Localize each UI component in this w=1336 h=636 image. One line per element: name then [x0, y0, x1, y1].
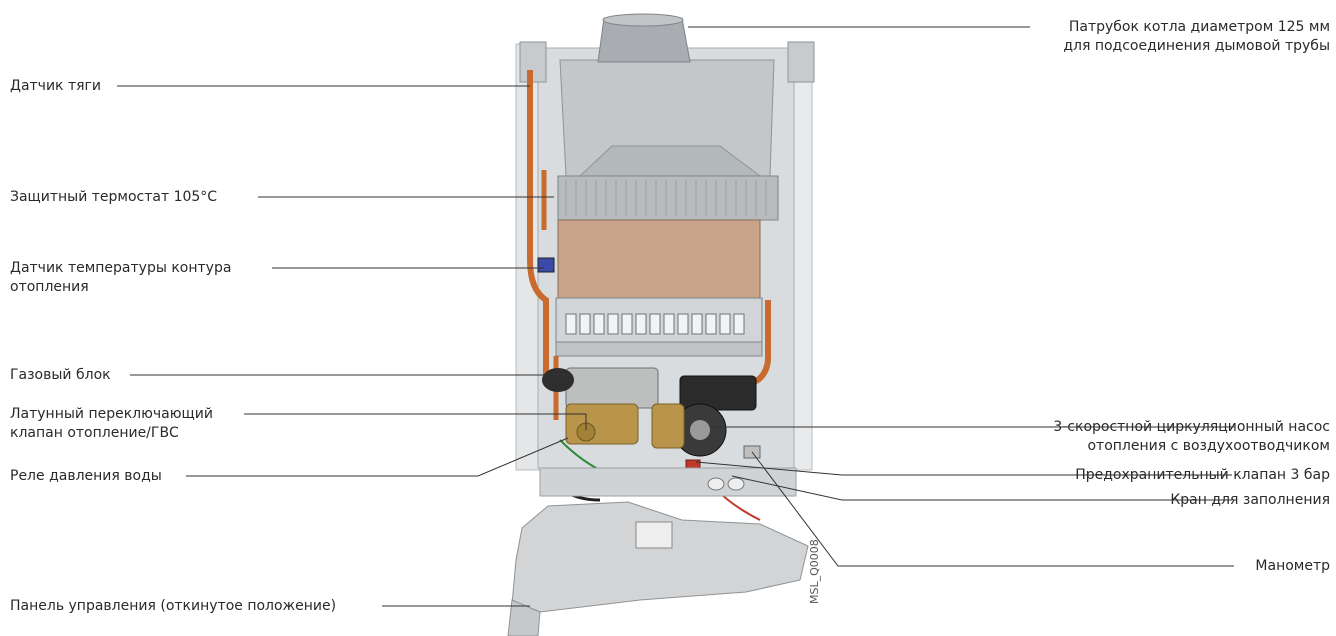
label-circulation-pump-line2: отопления с воздухоотводчиком [1087, 438, 1330, 454]
pump-body [679, 375, 757, 411]
label-diverter-valve: Латунный переключающий клапан отопление/… [10, 405, 213, 443]
label-flue-pipe-line2: для подсоединения дымовой трубы [1063, 38, 1330, 54]
label-heating-temp-sensor: Датчик температуры контура отопления [10, 259, 231, 297]
label-gas-block-text: Газовый блок [10, 367, 111, 383]
label-safety-thermostat: Защитный термостат 105°C [10, 188, 217, 207]
label-heating-temp-sensor-line1: Датчик температуры контура [10, 260, 232, 276]
leader-safety-valve [695, 461, 1232, 476]
label-gas-block: Газовый блок [10, 366, 111, 385]
leader-diverter-valve [244, 413, 587, 430]
label-water-pressure-relay: Реле давления воды [10, 467, 162, 486]
label-diverter-valve-line1: Латунный переключающий [10, 406, 213, 422]
label-diverter-valve-line2: клапан отопление/ГВС [10, 425, 179, 441]
label-flue-pipe: Патрубок котла диаметром 125 мм для подс… [1063, 18, 1330, 56]
label-water-pressure-relay-text: Реле давления воды [10, 468, 162, 484]
label-control-panel-text: Панель управления (откинутое положение) [10, 598, 337, 614]
label-fill-tap-text: Кран для заполнения [1170, 492, 1330, 508]
combustion-chamber [557, 219, 761, 301]
label-safety-valve-text: Предохранительный клапан 3 бар [1075, 467, 1330, 483]
label-heating-temp-sensor-line2: отопления [10, 279, 89, 295]
label-circulation-pump: 3-скоростной циркуляционный насос отопле… [1053, 418, 1330, 456]
label-manometer: Манометр [1255, 557, 1330, 576]
label-safety-thermostat-text: Защитный термостат 105°C [10, 189, 218, 205]
leader-fill-tap [731, 475, 1232, 501]
leader-manometer [751, 451, 1234, 567]
label-circulation-pump-line1: 3-скоростной циркуляционный насос [1053, 419, 1330, 435]
image-code: MSL_Q0008 [808, 539, 821, 604]
label-flue-pipe-line1: Патрубок котла диаметром 125 мм [1068, 19, 1330, 35]
label-manometer-text: Манометр [1255, 558, 1330, 574]
label-control-panel: Панель управления (откинутое положение) [10, 597, 336, 616]
label-draft-sensor-text: Датчик тяги [10, 78, 101, 94]
label-fill-tap: Кран для заполнения [1170, 491, 1330, 510]
label-draft-sensor: Датчик тяги [10, 77, 101, 96]
leader-water-pressure-relay [186, 437, 569, 477]
label-safety-valve: Предохранительный клапан 3 бар [1075, 466, 1330, 485]
